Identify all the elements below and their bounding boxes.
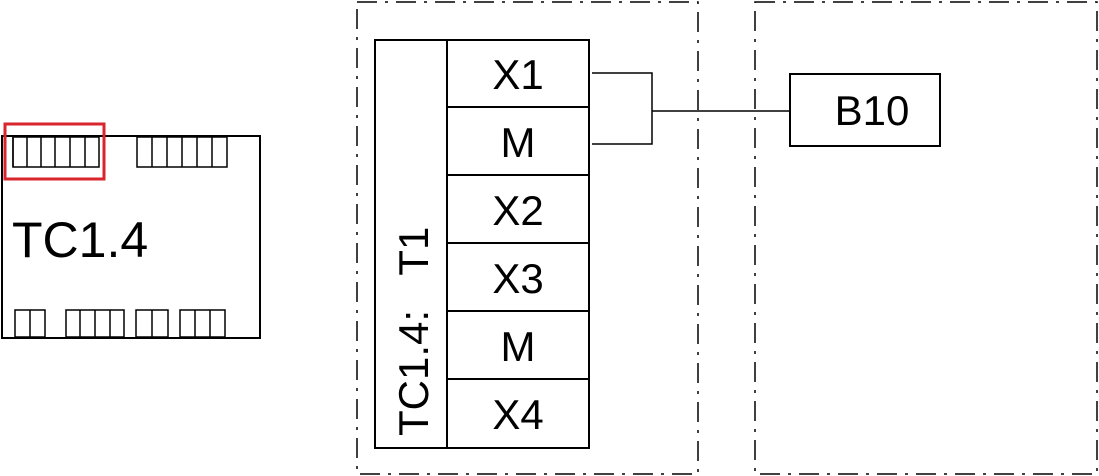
terminal-block: TC1.4: T1 X1 M X2 X3 M X4 [374, 39, 590, 449]
module-connector-bottom-4 [179, 309, 226, 338]
controller-module: TC1.4 [1, 122, 261, 339]
sensor-label: B10 [835, 87, 910, 134]
terminal-x1: X1 [492, 51, 543, 98]
wire-x1-m-loop [592, 72, 653, 145]
sensor-b10: B10 [789, 73, 941, 147]
terminal-x2: X2 [492, 187, 543, 234]
connector-highlight-box [3, 122, 106, 181]
enclosure-frame-controller [356, 1, 699, 475]
module-outline [1, 135, 261, 339]
terminal-rows: X1 M X2 X3 M X4 [447, 51, 589, 438]
terminal-m-2: M [501, 323, 536, 370]
module-label: TC1.4 [12, 212, 148, 268]
sensor-box [789, 73, 941, 147]
enclosure-frame-sensor [754, 1, 1098, 475]
terminal-block-label: TC1.4: T1 [390, 227, 437, 436]
module-connector-top-left [12, 136, 100, 168]
module-connector-bottom-3 [135, 309, 169, 338]
module-connector-bottom-1 [14, 309, 46, 338]
terminal-x3: X3 [492, 255, 543, 302]
module-connector-top-middle [136, 136, 228, 168]
sensor-wiring [592, 72, 790, 145]
terminal-m-1: M [501, 119, 536, 166]
terminal-x4: X4 [492, 391, 543, 438]
module-connector-bottom-2 [65, 309, 125, 338]
